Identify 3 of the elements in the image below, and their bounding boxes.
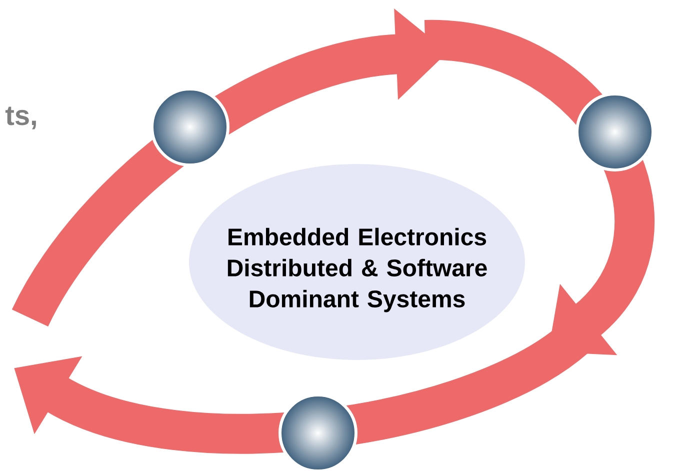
cropped-text: ts,	[5, 106, 36, 130]
ball-circle	[150, 88, 230, 166]
ball-circle	[576, 92, 654, 172]
